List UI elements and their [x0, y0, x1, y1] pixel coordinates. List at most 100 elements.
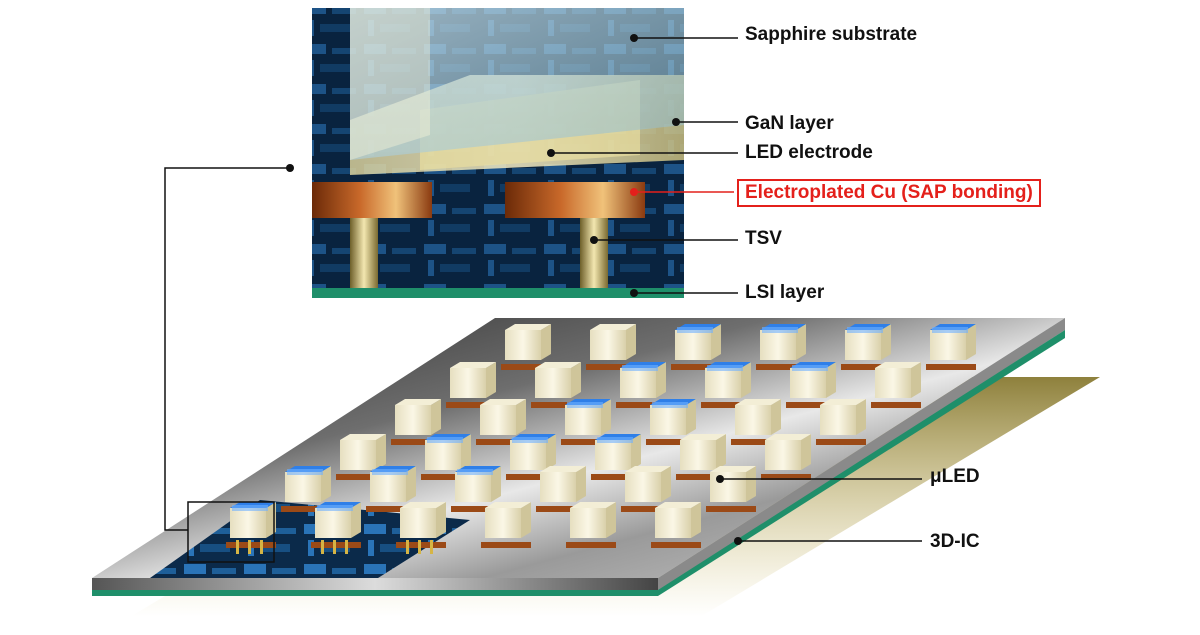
uled-cube [621, 466, 671, 512]
uled-cube [756, 324, 806, 370]
uled-side [491, 466, 501, 502]
uled-pad [761, 474, 811, 480]
uled-glow [707, 365, 743, 371]
uled-front [735, 405, 771, 435]
uled-side [321, 466, 331, 502]
uled-front [485, 508, 521, 538]
uled-pad [786, 402, 836, 408]
uled-pad [391, 439, 441, 445]
uled-pad [671, 364, 721, 370]
uled-pad [531, 402, 581, 408]
uled-side [606, 502, 616, 538]
uled-cube [226, 502, 276, 554]
uled-top [540, 466, 586, 472]
uled-pad [926, 364, 976, 370]
uled-top [485, 502, 531, 508]
uled-front [505, 330, 541, 360]
uled-top [505, 324, 551, 330]
uled-cube [731, 399, 781, 445]
uled-pad [421, 474, 471, 480]
uled-side [686, 399, 696, 435]
uled-front [625, 472, 661, 502]
uled-side [431, 399, 441, 435]
uled-front [425, 440, 461, 470]
uled-pad [591, 474, 641, 480]
uled-front [565, 405, 601, 435]
uled-cube [501, 324, 551, 370]
uled-side [661, 466, 671, 502]
uled-glow [762, 327, 798, 333]
uled-glow [567, 402, 603, 408]
uled-leg [236, 540, 239, 554]
uled-pad [646, 439, 696, 445]
uled-array [226, 324, 976, 554]
uled-front [620, 368, 656, 398]
uled-cube [566, 502, 616, 548]
uled-side [631, 434, 641, 470]
uled-cube [871, 362, 921, 408]
uled-side [626, 324, 636, 360]
uled-cube [481, 502, 531, 548]
uled-pad [701, 402, 751, 408]
leader-dot [672, 118, 680, 126]
uled-pad [586, 364, 636, 370]
uled-front [400, 508, 436, 538]
uled-glow [457, 469, 493, 475]
uled-side [741, 362, 751, 398]
uled-side [541, 324, 551, 360]
uled-front [315, 508, 351, 538]
leader-line [164, 167, 290, 531]
uled-side [911, 362, 921, 398]
uled-front [650, 405, 686, 435]
uled-front [480, 405, 516, 435]
uled-side [406, 466, 416, 502]
uled-side [351, 502, 361, 538]
uled-cube [366, 466, 416, 512]
uled-front [765, 440, 801, 470]
uled-cube [841, 324, 891, 370]
uled-cube [336, 434, 386, 480]
uled-side [691, 502, 701, 538]
uled-cube [281, 466, 331, 512]
uled-pad [446, 402, 496, 408]
uled-side [771, 399, 781, 435]
uled-front [595, 440, 631, 470]
uled-front [570, 508, 606, 538]
uled-front [510, 440, 546, 470]
uled-pad [676, 474, 726, 480]
uled-top [400, 502, 446, 508]
uled-pad [336, 474, 386, 480]
uled-leg [248, 540, 251, 554]
uled-pad [501, 364, 551, 370]
uled-front [395, 405, 431, 435]
uled-top [570, 502, 616, 508]
leader-dot [286, 164, 294, 172]
leader-dot [630, 34, 638, 42]
uled-side [516, 399, 526, 435]
uled-cube [531, 362, 581, 408]
uled-side [966, 324, 976, 360]
uled-cube [536, 466, 586, 512]
uled-cube [616, 362, 666, 408]
uled-glow [932, 327, 968, 333]
uled-side [746, 466, 756, 502]
uled-side [576, 466, 586, 502]
uled-top [480, 399, 526, 405]
uled-front [760, 330, 796, 360]
uled-pad [481, 542, 531, 548]
uled-side [546, 434, 556, 470]
uled-top [625, 466, 671, 472]
uled-pad [566, 542, 616, 548]
uled-front [705, 368, 741, 398]
leader-dot [547, 149, 555, 157]
uled-cube [676, 434, 726, 480]
label-lsi-layer: LSI layer [745, 282, 825, 303]
uled-leg [406, 540, 409, 554]
uled-pad [536, 506, 586, 512]
uled-front [655, 508, 691, 538]
uled-pad [651, 542, 701, 548]
uled-cube [311, 502, 361, 554]
uled-side [486, 362, 496, 398]
